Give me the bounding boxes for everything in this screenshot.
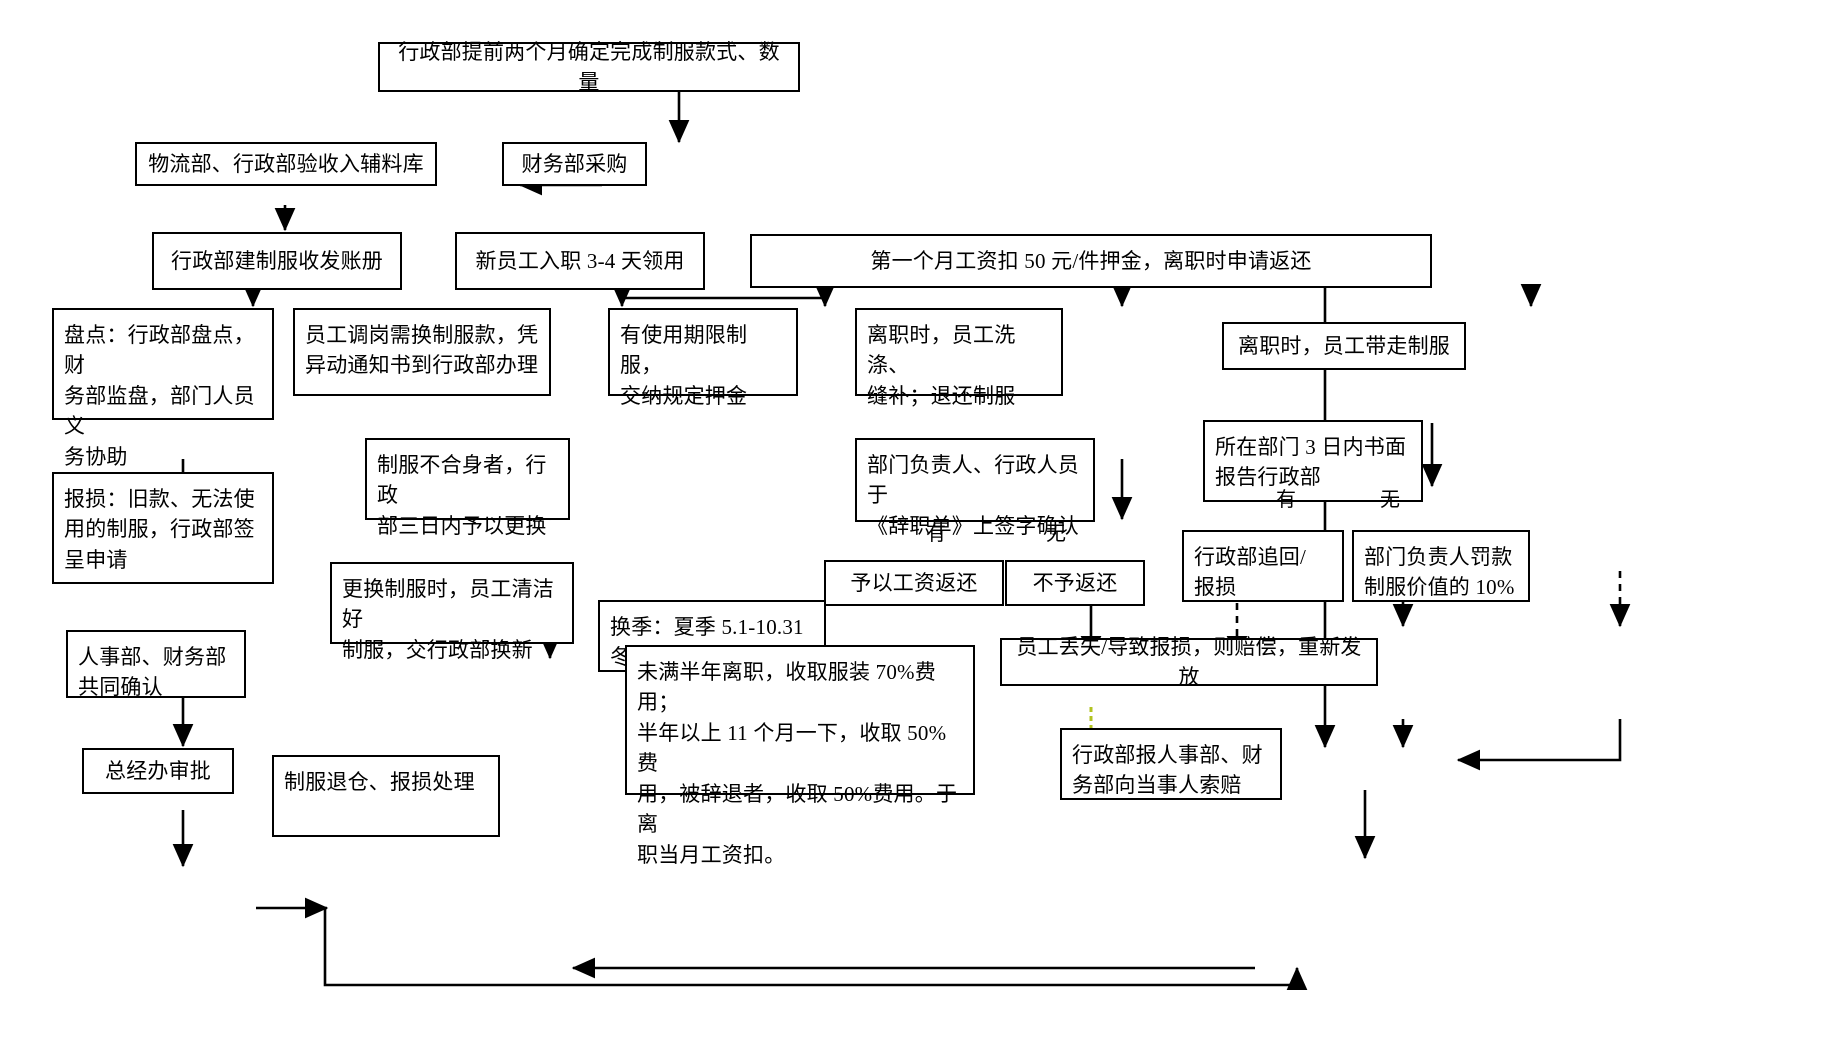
node-dept-written-report[interactable]: 所在部门 3 日内书面 报告行政部 <box>1203 420 1423 502</box>
node-refund-via-salary[interactable]: 予以工资返还 <box>824 560 1004 606</box>
node-admin-recover[interactable]: 行政部追回/ 报损 <box>1182 530 1344 602</box>
node-hr-finance-confirm[interactable]: 人事部、财务部 共同确认 <box>66 630 246 699</box>
edge-label-yes-refund: 有 <box>926 523 946 545</box>
node-logistics-receive[interactable]: 物流部、行政部验收入辅料库 <box>135 142 437 186</box>
node-term-uniform-deposit[interactable]: 有使用期限制服， 交纳规定押金 <box>608 308 798 408</box>
node-loss-compensation[interactable]: 员工丢失/导致报损，则赔偿，重新发放 <box>1000 635 1378 689</box>
node-scrap-application[interactable]: 报损：旧款、无法使 用的制服，行政部签 呈申请 <box>52 472 274 584</box>
node-return-scrap-handling[interactable]: 制服退仓、报损处理 <box>272 755 500 837</box>
node-stocktake[interactable]: 盘点：行政部盘点，财 务部监盘，部门人员义 务协助 <box>52 308 274 469</box>
edge-label-no-report: 无 <box>1380 489 1400 511</box>
node-resign-keep-uniform[interactable]: 离职时，员工带走制服 <box>1222 322 1466 370</box>
node-resign-clean-return[interactable]: 离职时，员工洗涤、 缝补；退还制服 <box>855 308 1063 408</box>
node-fee-schedule[interactable]: 未满半年离职，收取服装 70%费用； 半年以上 11 个月一下，收取 50%费 … <box>625 645 975 867</box>
edge-label-no-refund: 无 <box>1046 523 1066 545</box>
node-claim-compensation[interactable]: 行政部报人事部、财 务部向当事人索赔 <box>1060 728 1282 800</box>
node-uniform-plan[interactable]: 行政部提前两个月确定完成制服款式、数量 <box>378 40 800 94</box>
node-clean-before-exchange[interactable]: 更换制服时，员工清洁好 制服，交行政部换新 <box>330 562 574 662</box>
node-no-refund[interactable]: 不予返还 <box>1005 560 1145 606</box>
node-manager-penalty[interactable]: 部门负责人罚款 制服价值的 10% <box>1352 530 1530 602</box>
node-ledger[interactable]: 行政部建制服收发账册 <box>152 232 402 290</box>
node-transfer-change[interactable]: 员工调岗需换制服款，凭 异动通知书到行政部办理 <box>293 308 551 396</box>
edge-label-yes-report: 有 <box>1276 489 1296 511</box>
node-deposit-deduction[interactable]: 第一个月工资扣 50 元/件押金，离职时申请返还 <box>750 234 1432 288</box>
node-gm-approval[interactable]: 总经办审批 <box>82 748 234 794</box>
node-misfit-replace[interactable]: 制服不合身者，行政 部三日内予以更换 <box>365 438 570 538</box>
node-resignation-form-sign[interactable]: 部门负责人、行政人员于 《辞职单》上签字确认 <box>855 438 1095 538</box>
node-finance-purchase[interactable]: 财务部采购 <box>502 142 647 186</box>
node-new-hire-issue[interactable]: 新员工入职 3-4 天领用 <box>455 232 705 290</box>
